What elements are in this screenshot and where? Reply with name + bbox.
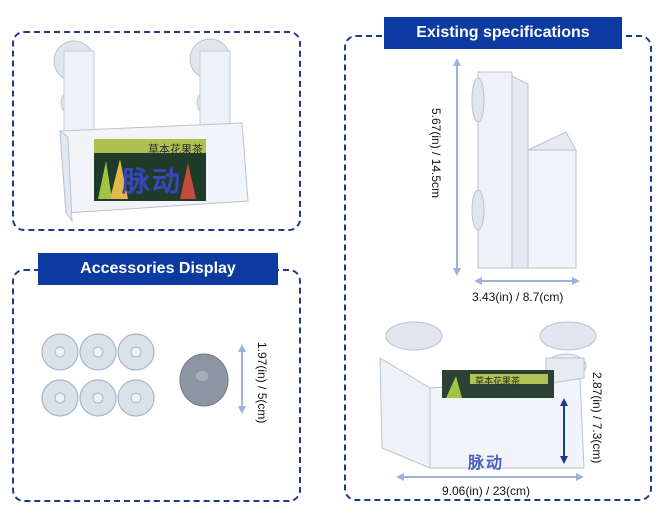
suction-cups-set <box>41 333 155 417</box>
single-suction-cup <box>179 353 229 407</box>
box-height-dimension-label: 2.87(in) / 7.3(cm) <box>590 372 604 464</box>
box-height-dimension-line <box>560 398 568 464</box>
product-side-illustration <box>471 71 577 269</box>
height-dimension-label: 5.67(in) / 14.5cm <box>429 108 443 199</box>
suction-cup-dimension-label: 1.97(in) / 5(cm) <box>255 342 269 424</box>
product-photo-panel <box>12 31 301 231</box>
product-small-label-text: 草本花果茶 <box>475 377 521 387</box>
existing-specifications-title: Existing specifications <box>384 17 622 49</box>
accessories-display-title: Accessories Display <box>38 253 278 285</box>
depth-dimension-label: 3.43(in) / 8.7(cm) <box>472 290 564 304</box>
brand-text: 脉动 <box>122 165 183 198</box>
height-dimension-line <box>453 58 461 276</box>
brand-bottom-text: 脉动 <box>468 453 505 472</box>
depth-dimension-line <box>474 277 580 285</box>
product-box-illustration <box>379 321 597 469</box>
product-label-text: 草本花果茶 <box>148 143 203 156</box>
product-front-illustration <box>53 38 249 223</box>
width-dimension-label: 9.06(in) / 23(cm) <box>442 484 531 498</box>
suction-cup-dimension-line <box>238 344 246 414</box>
width-dimension-line <box>396 473 584 481</box>
